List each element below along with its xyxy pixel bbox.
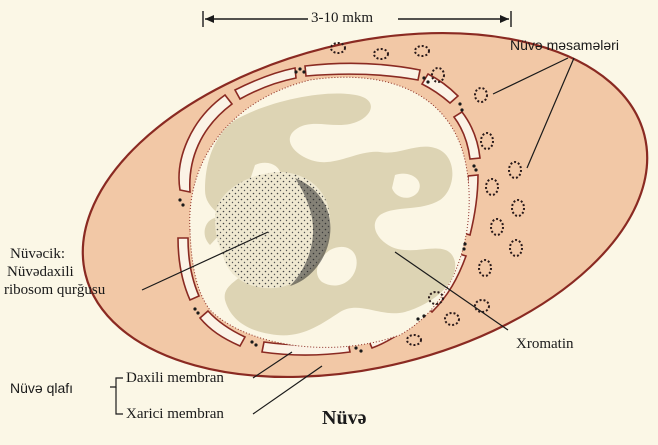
- nucleolus: [215, 172, 331, 288]
- scale-label: 3-10 mkm: [311, 10, 373, 27]
- nucleolus-label-line3: ribosom qurğusu: [4, 282, 105, 299]
- diagram-title: Nüvə: [322, 410, 366, 427]
- chromatin-label: Xromatin: [516, 336, 574, 353]
- outer-membrane-label: Xarici membran: [126, 406, 224, 423]
- envelope-label: Nüvə qlafı: [10, 380, 73, 397]
- nucleolus-label-line2: Nüvədaxili: [7, 264, 74, 281]
- inner-membrane-label: Daxili membran: [126, 370, 224, 387]
- nucleolus-label-line1: Nüvəcik:: [10, 246, 65, 263]
- pores-label: Nüvə məsamələri: [510, 37, 619, 54]
